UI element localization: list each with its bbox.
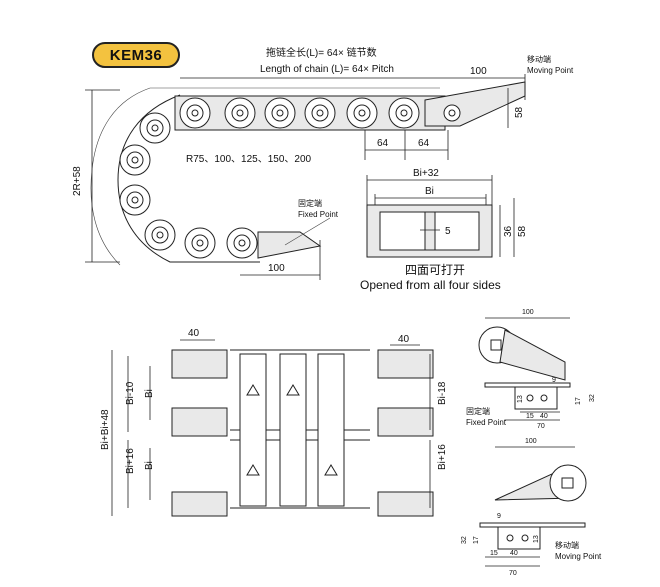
dim-pitch-64-b: 64 (418, 138, 430, 149)
dim-58-section: 58 (517, 225, 528, 237)
dim-bi-minus-10: Bi-10 (125, 381, 136, 405)
dim-pitch-64-a: 64 (377, 138, 389, 149)
dim-bi-bi-48: Bi+Bi+48 (100, 409, 111, 450)
moving-point-bracket-detail: 100 9 32 17 13 15 40 70 (461, 438, 587, 577)
moving-end-bracket (424, 81, 526, 127)
fixed-dim-40: 40 (540, 413, 548, 420)
dim-bi-section: Bi (425, 186, 434, 197)
dim-bi-plus-16-left: Bi+16 (125, 448, 136, 474)
fixed-point-cn-top: 固定端 (298, 198, 322, 208)
dim-bi-plus-16-right: Bi+16 (437, 444, 448, 470)
dim-40-right: 40 (398, 334, 410, 345)
dim-100-top: 100 (470, 66, 487, 77)
fixed-point-en-top: Fixed Point (298, 210, 339, 219)
dim-bi-upper: Bi (144, 389, 155, 398)
fixed-dim-17: 17 (575, 397, 582, 405)
lower-chain-links (184, 227, 322, 259)
moving-point-en-top: Moving Point (527, 66, 574, 75)
dim-58-right: 58 (514, 106, 525, 118)
fixed-point-cn-bottom: 固定端 (466, 406, 490, 416)
dim-40-left: 40 (188, 328, 200, 339)
dim-bi-lower: Bi (144, 461, 155, 470)
moving-dim-100: 100 (525, 438, 537, 445)
dim-100-bottom: 100 (268, 263, 285, 274)
moving-dim-70: 70 (509, 570, 517, 577)
bend-chain-links (119, 112, 176, 251)
moving-dim-32: 32 (461, 536, 468, 544)
opened-en: Opened from all four sides (360, 278, 501, 292)
moving-point-en-bottom: Moving Point (555, 552, 602, 561)
moving-point-cn-bottom: 移动端 (555, 540, 579, 550)
dim-bi-plus-32: Bi+32 (413, 168, 439, 179)
fixed-dim-70: 70 (537, 423, 545, 430)
opened-cn: 四面可打开 (405, 263, 465, 277)
moving-dim-9: 9 (497, 513, 501, 520)
fixed-dim-100: 100 (522, 309, 534, 316)
dim-bi-minus-18: Bi-18 (437, 381, 448, 405)
radius-options: R75、100、125、150、200 (186, 154, 312, 165)
fixed-dim-9: 9 (552, 377, 556, 384)
chain-side-view: 100 58 64 64 2R+58 100 (72, 66, 526, 280)
model-badge: KEM36 (92, 42, 180, 68)
moving-point-cn-top: 移动端 (527, 54, 551, 64)
dim-2r-58: 2R+58 (72, 166, 83, 196)
fixed-point-en-bottom: Fixed Point (466, 418, 507, 427)
moving-dim-15: 15 (490, 550, 498, 557)
dim-5: 5 (445, 226, 451, 237)
cross-section-view: Bi+32 Bi 5 36 58 (366, 168, 528, 258)
moving-dim-17: 17 (473, 536, 480, 544)
dim-36: 36 (503, 225, 514, 237)
chain-top-view: 40 40 Bi+Bi+48 Bi-10 Bi+16 Bi Bi Bi-18 B… (100, 328, 448, 517)
fixed-dim-32: 32 (589, 394, 596, 402)
fixed-dim-15: 15 (526, 413, 534, 420)
moving-dim-40: 40 (510, 550, 518, 557)
chain-length-cn: 拖链全长(L)= 64× 链节数 (266, 46, 377, 59)
fixed-point-bracket-detail: 100 9 13 17 32 15 40 70 (478, 309, 596, 430)
moving-dim-13: 13 (533, 535, 540, 543)
upper-chain-links (174, 95, 446, 131)
fixed-dim-13: 13 (517, 395, 524, 403)
chain-length-en: Length of chain (L)= 64× Pitch (260, 64, 394, 75)
